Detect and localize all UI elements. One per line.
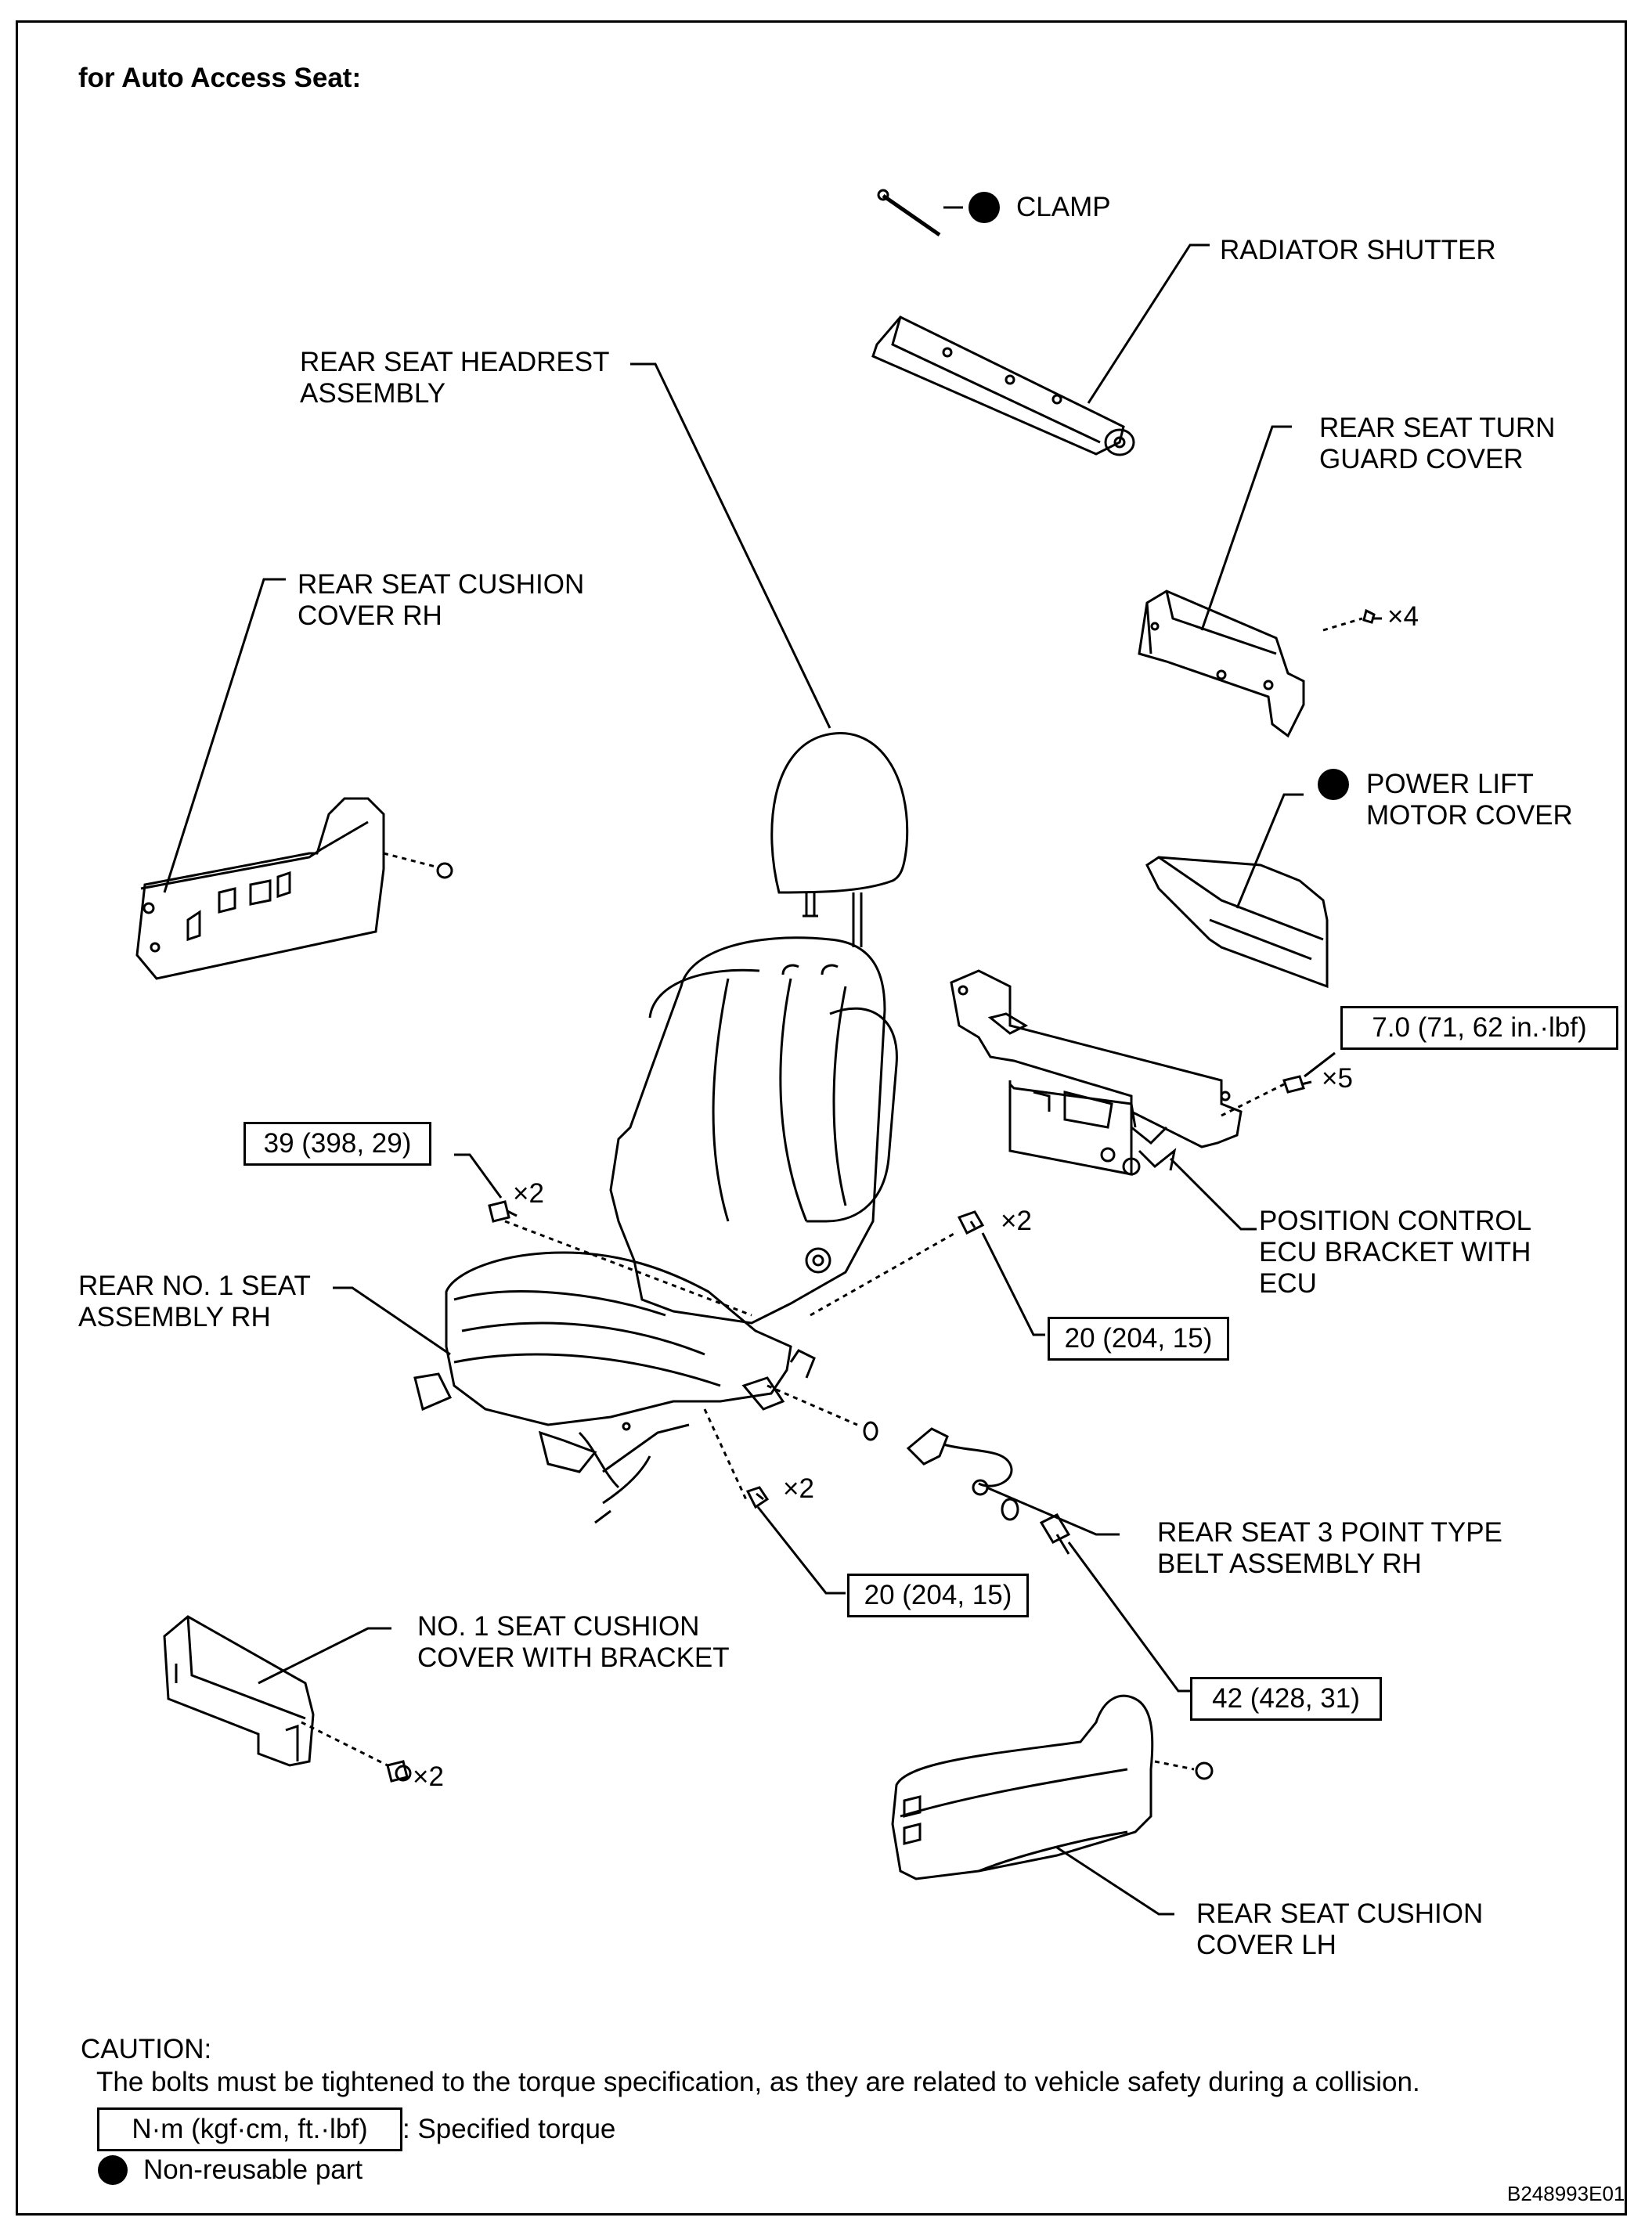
label-seat-assembly: REAR NO. 1 SEAT ASSEMBLY RH [78, 1271, 311, 1332]
label-power-lift: POWER LIFT MOTOR COVER [1366, 769, 1573, 831]
cushion-lh-dash [1154, 1760, 1195, 1771]
label-headrest: REAR SEAT HEADREST ASSEMBLY [300, 347, 610, 409]
label-belt-assembly: REAR SEAT 3 POINT TYPE BELT ASSEMBLY RH [1157, 1517, 1502, 1579]
cushion-rh-dash [383, 852, 439, 869]
belt-torque-connector [1067, 1541, 1190, 1693]
cushion-rh-clip [436, 862, 453, 879]
turn-guard-leader [1200, 425, 1292, 631]
torque-box-seat-right: 20 (204, 15) [1048, 1317, 1229, 1361]
ecu-dash [1221, 1083, 1285, 1117]
qty-seat-lower: ×2 [783, 1473, 814, 1504]
qty-ecu: ×5 [1322, 1063, 1353, 1094]
legend-nonreusable-desc: Non-reusable part [143, 2154, 363, 2185]
power-lift-cover-part [1145, 856, 1329, 989]
legend-nonreusable-marker [98, 2155, 128, 2185]
seat-left-bolt [488, 1200, 518, 1223]
seat-lower-dash-b [703, 1408, 749, 1504]
headrest-leader [630, 362, 831, 729]
ecu-bolt [1282, 1075, 1312, 1094]
cushion-cover-rh-part [135, 797, 385, 980]
seat-assembly-part [413, 936, 898, 1524]
qty-turn-guard: ×4 [1387, 601, 1419, 632]
no1-cushion-dash [301, 1721, 388, 1767]
seat-lower-bolt [745, 1486, 770, 1509]
caution-heading: CAUTION: [81, 2034, 212, 2064]
seat-left-dash [504, 1220, 752, 1317]
diagram-frame [16, 20, 1627, 2216]
label-cushion-cover-lh: REAR SEAT CUSHION COVER LH [1196, 1898, 1484, 1960]
seat-left-torque-connector [454, 1153, 503, 1199]
label-ecu-bracket: POSITION CONTROL ECU BRACKET WITH ECU [1259, 1206, 1532, 1299]
turn-guard-dash [1322, 617, 1363, 632]
label-cushion-cover-rh: REAR SEAT CUSHION COVER RH [298, 569, 585, 631]
belt-washer-a [863, 1421, 878, 1441]
legend-torque-desc: : Specified torque [402, 2114, 616, 2144]
label-no1-cushion-cover: NO. 1 SEAT CUSHION COVER WITH BRACKET [417, 1611, 730, 1673]
seat-lower-torque-connector [756, 1506, 846, 1595]
ecu-bracket-part [950, 969, 1243, 1176]
qty-no1-cushion: ×2 [413, 1761, 444, 1792]
belt-leader [986, 1486, 1120, 1536]
cushion-cover-rh-leader [163, 578, 286, 893]
label-turn-guard: REAR SEAT TURN GUARD COVER [1319, 413, 1556, 474]
no1-cushion-leader [258, 1627, 391, 1685]
turn-guard-cover-part [1138, 589, 1305, 738]
cushion-cover-lh-leader [1056, 1846, 1174, 1916]
caution-text: The bolts must be tightened to the torqu… [96, 2067, 1420, 2097]
page-title: for Auto Access Seat: [78, 63, 362, 93]
seat-right-dash [810, 1231, 956, 1317]
nonreusable-marker-clamp [968, 192, 1000, 223]
nonreusable-marker-power-lift [1318, 769, 1349, 800]
torque-box-ecu: 7.0 (71, 62 in.·lbf) [1340, 1006, 1618, 1050]
label-radiator-shutter: RADIATOR SHUTTER [1220, 235, 1496, 265]
turn-guard-clip [1362, 608, 1382, 624]
no1-cushion-bolt [386, 1760, 412, 1783]
cushion-lh-clip [1195, 1761, 1214, 1780]
clamp-part [877, 189, 941, 237]
figure-id: B248993E01 [1507, 2182, 1625, 2205]
seat-lower-dash-a [766, 1384, 858, 1426]
qty-seat-right: ×2 [1001, 1206, 1032, 1236]
seat-right-bolt [957, 1210, 985, 1235]
torque-box-seat-left: 39 (398, 29) [243, 1122, 431, 1166]
legend-torque-box: N·m (kgf·cm, ft.·lbf) [97, 2107, 402, 2151]
label-clamp: CLAMP [1016, 192, 1111, 222]
power-lift-leader [1235, 793, 1304, 909]
ecu-leader [1169, 1157, 1257, 1231]
belt-assembly-part [906, 1427, 1071, 1555]
seat-right-torque-connector [981, 1232, 1045, 1336]
torque-box-seat-lower: 20 (204, 15) [847, 1574, 1029, 1617]
radiator-shutter-part [871, 315, 1135, 456]
torque-box-belt: 42 (428, 31) [1190, 1677, 1382, 1721]
cushion-cover-lh-part [891, 1694, 1154, 1880]
seat-assembly-leader [333, 1286, 451, 1356]
headrest-part [770, 732, 909, 947]
ecu-torque-connector [1304, 1051, 1336, 1078]
no1-cushion-cover-part [163, 1615, 315, 1767]
radiator-shutter-leader [1087, 243, 1210, 404]
qty-seat-left: ×2 [513, 1178, 544, 1209]
